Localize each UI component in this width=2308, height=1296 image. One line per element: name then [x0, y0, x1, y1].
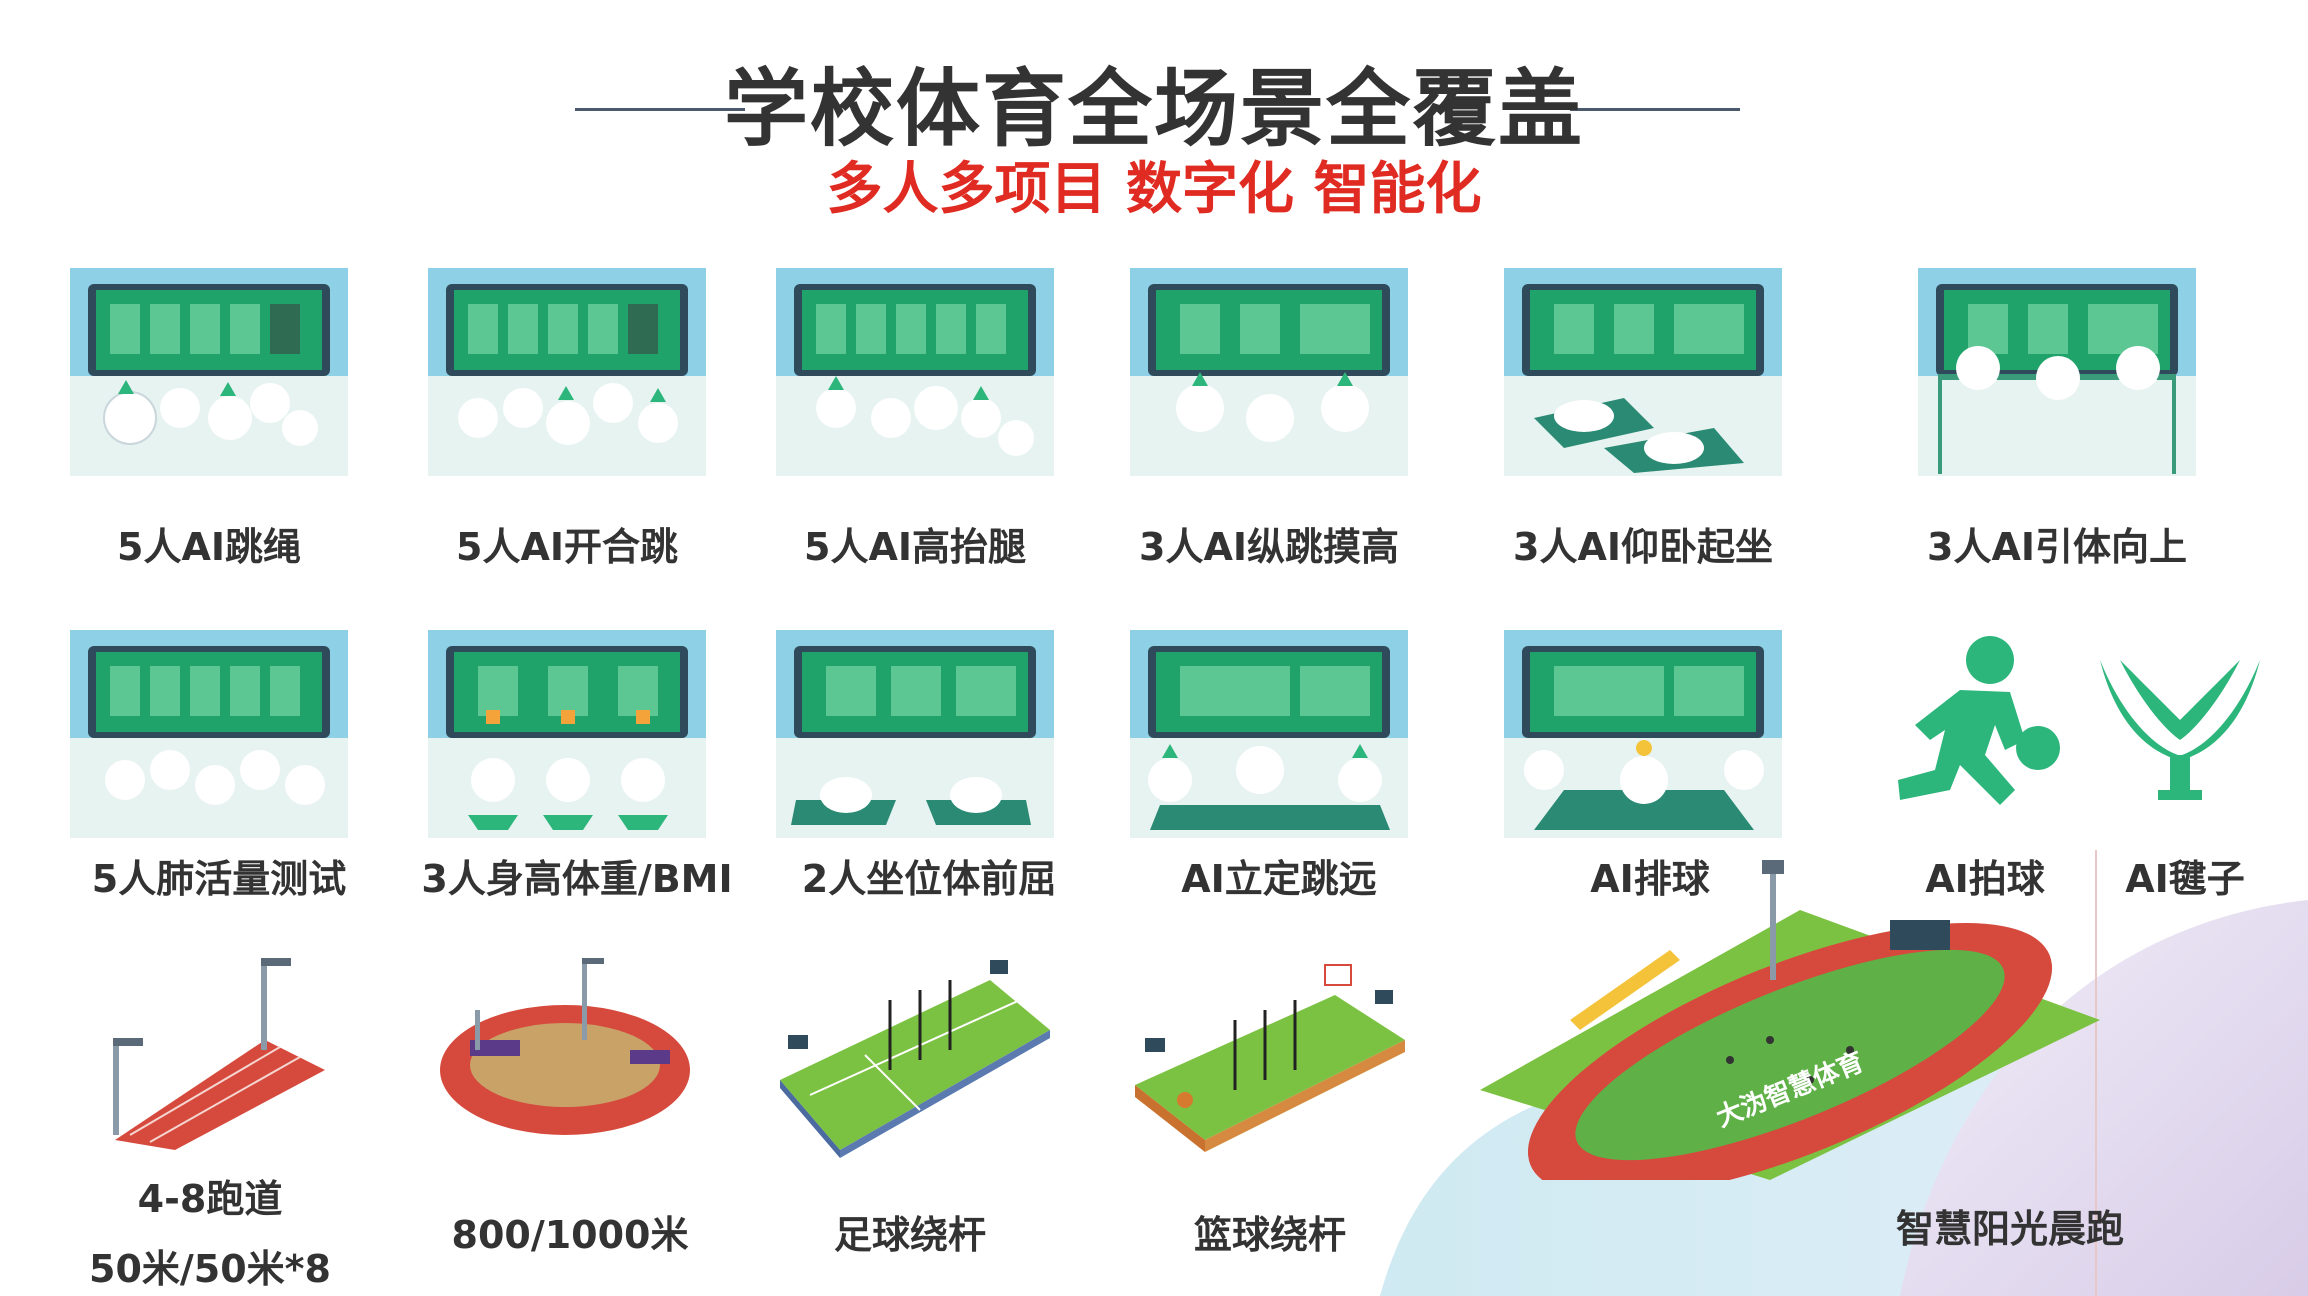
- label-height-weight: 3人身高体重/BMI: [421, 857, 733, 901]
- classroom-illustration: [428, 630, 706, 838]
- title-rule-left: [575, 108, 745, 111]
- classroom-illustration: [428, 268, 706, 476]
- label-sprint-distance: 50米/50米*8: [89, 1247, 331, 1291]
- label-volleyball: AI排球: [1590, 857, 1710, 901]
- label-situp: 3人AI仰卧起坐: [1513, 525, 1773, 569]
- label-morning-run: 智慧阳光晨跑: [1895, 1207, 2124, 1251]
- sprint-track-illustration: [113, 958, 325, 1150]
- classroom-illustration: [1504, 268, 1782, 476]
- thumb-standing-long-jump: [1130, 630, 1408, 838]
- label-lung-capacity: 5人肺活量测试: [91, 857, 347, 901]
- label-pullup: 3人AI引体向上: [1927, 525, 2187, 569]
- label-basketball-pole: 篮球绕杆: [1193, 1213, 1346, 1257]
- oval-track-illustration: [440, 958, 690, 1135]
- thumb-ai-jump-rope: [70, 268, 348, 476]
- label-ball-dribble: AI拍球: [1925, 857, 2045, 901]
- page-title: 学校体育全场景全覆盖: [723, 60, 1584, 158]
- label-shuttlecock: AI毽子: [2125, 857, 2245, 901]
- label-high-knees: 5人AI高抬腿: [804, 525, 1026, 569]
- basketball-pole-illustration: [1135, 964, 1405, 1152]
- classroom-illustration: [776, 268, 1054, 476]
- thumb-ai-jumping-jack: [428, 268, 706, 476]
- classroom-illustration: [776, 630, 1054, 838]
- thumb-sit-reach: [776, 630, 1054, 838]
- title-rule-right: [1570, 108, 1740, 111]
- classroom-illustration: [1504, 630, 1782, 838]
- shuttlecock-icon: [2100, 660, 2260, 800]
- classroom-illustration: [70, 630, 348, 838]
- thumb-lung-capacity: [70, 630, 348, 838]
- label-oval-track: 800/1000米: [451, 1213, 689, 1257]
- thumb-ai-high-knees: [776, 268, 1054, 476]
- thumb-ai-situp: [1504, 268, 1782, 476]
- dribble-icon: [1898, 636, 2060, 805]
- classroom-illustration: [70, 268, 348, 476]
- label-standing-long-jump: AI立定跳远: [1181, 857, 1377, 901]
- classroom-illustration: [1130, 268, 1408, 476]
- soccer-pole-illustration: [780, 960, 1050, 1158]
- thumb-ai-pullup: [1918, 268, 2196, 476]
- label-vertical-jump: 3人AI纵跳摸高: [1139, 525, 1399, 569]
- thumb-ai-vertical-jump: [1130, 268, 1408, 476]
- label-sit-reach: 2人坐位体前屈: [801, 857, 1057, 901]
- classroom-illustration: [1918, 268, 2196, 476]
- label-soccer-pole: 足球绕杆: [833, 1213, 986, 1257]
- stadium-illustration: [1480, 860, 2100, 1180]
- page-subtitle: 多人多项目 数字化 智能化: [826, 157, 1482, 222]
- label-jumping-jack: 5人AI开合跳: [456, 525, 678, 569]
- classroom-illustration: [1130, 630, 1408, 838]
- label-sprint-track: 4-8跑道: [137, 1177, 283, 1221]
- label-jump-rope: 5人AI跳绳: [117, 525, 301, 569]
- thumb-volleyball: [1504, 630, 1782, 838]
- thumb-height-weight: [428, 630, 706, 838]
